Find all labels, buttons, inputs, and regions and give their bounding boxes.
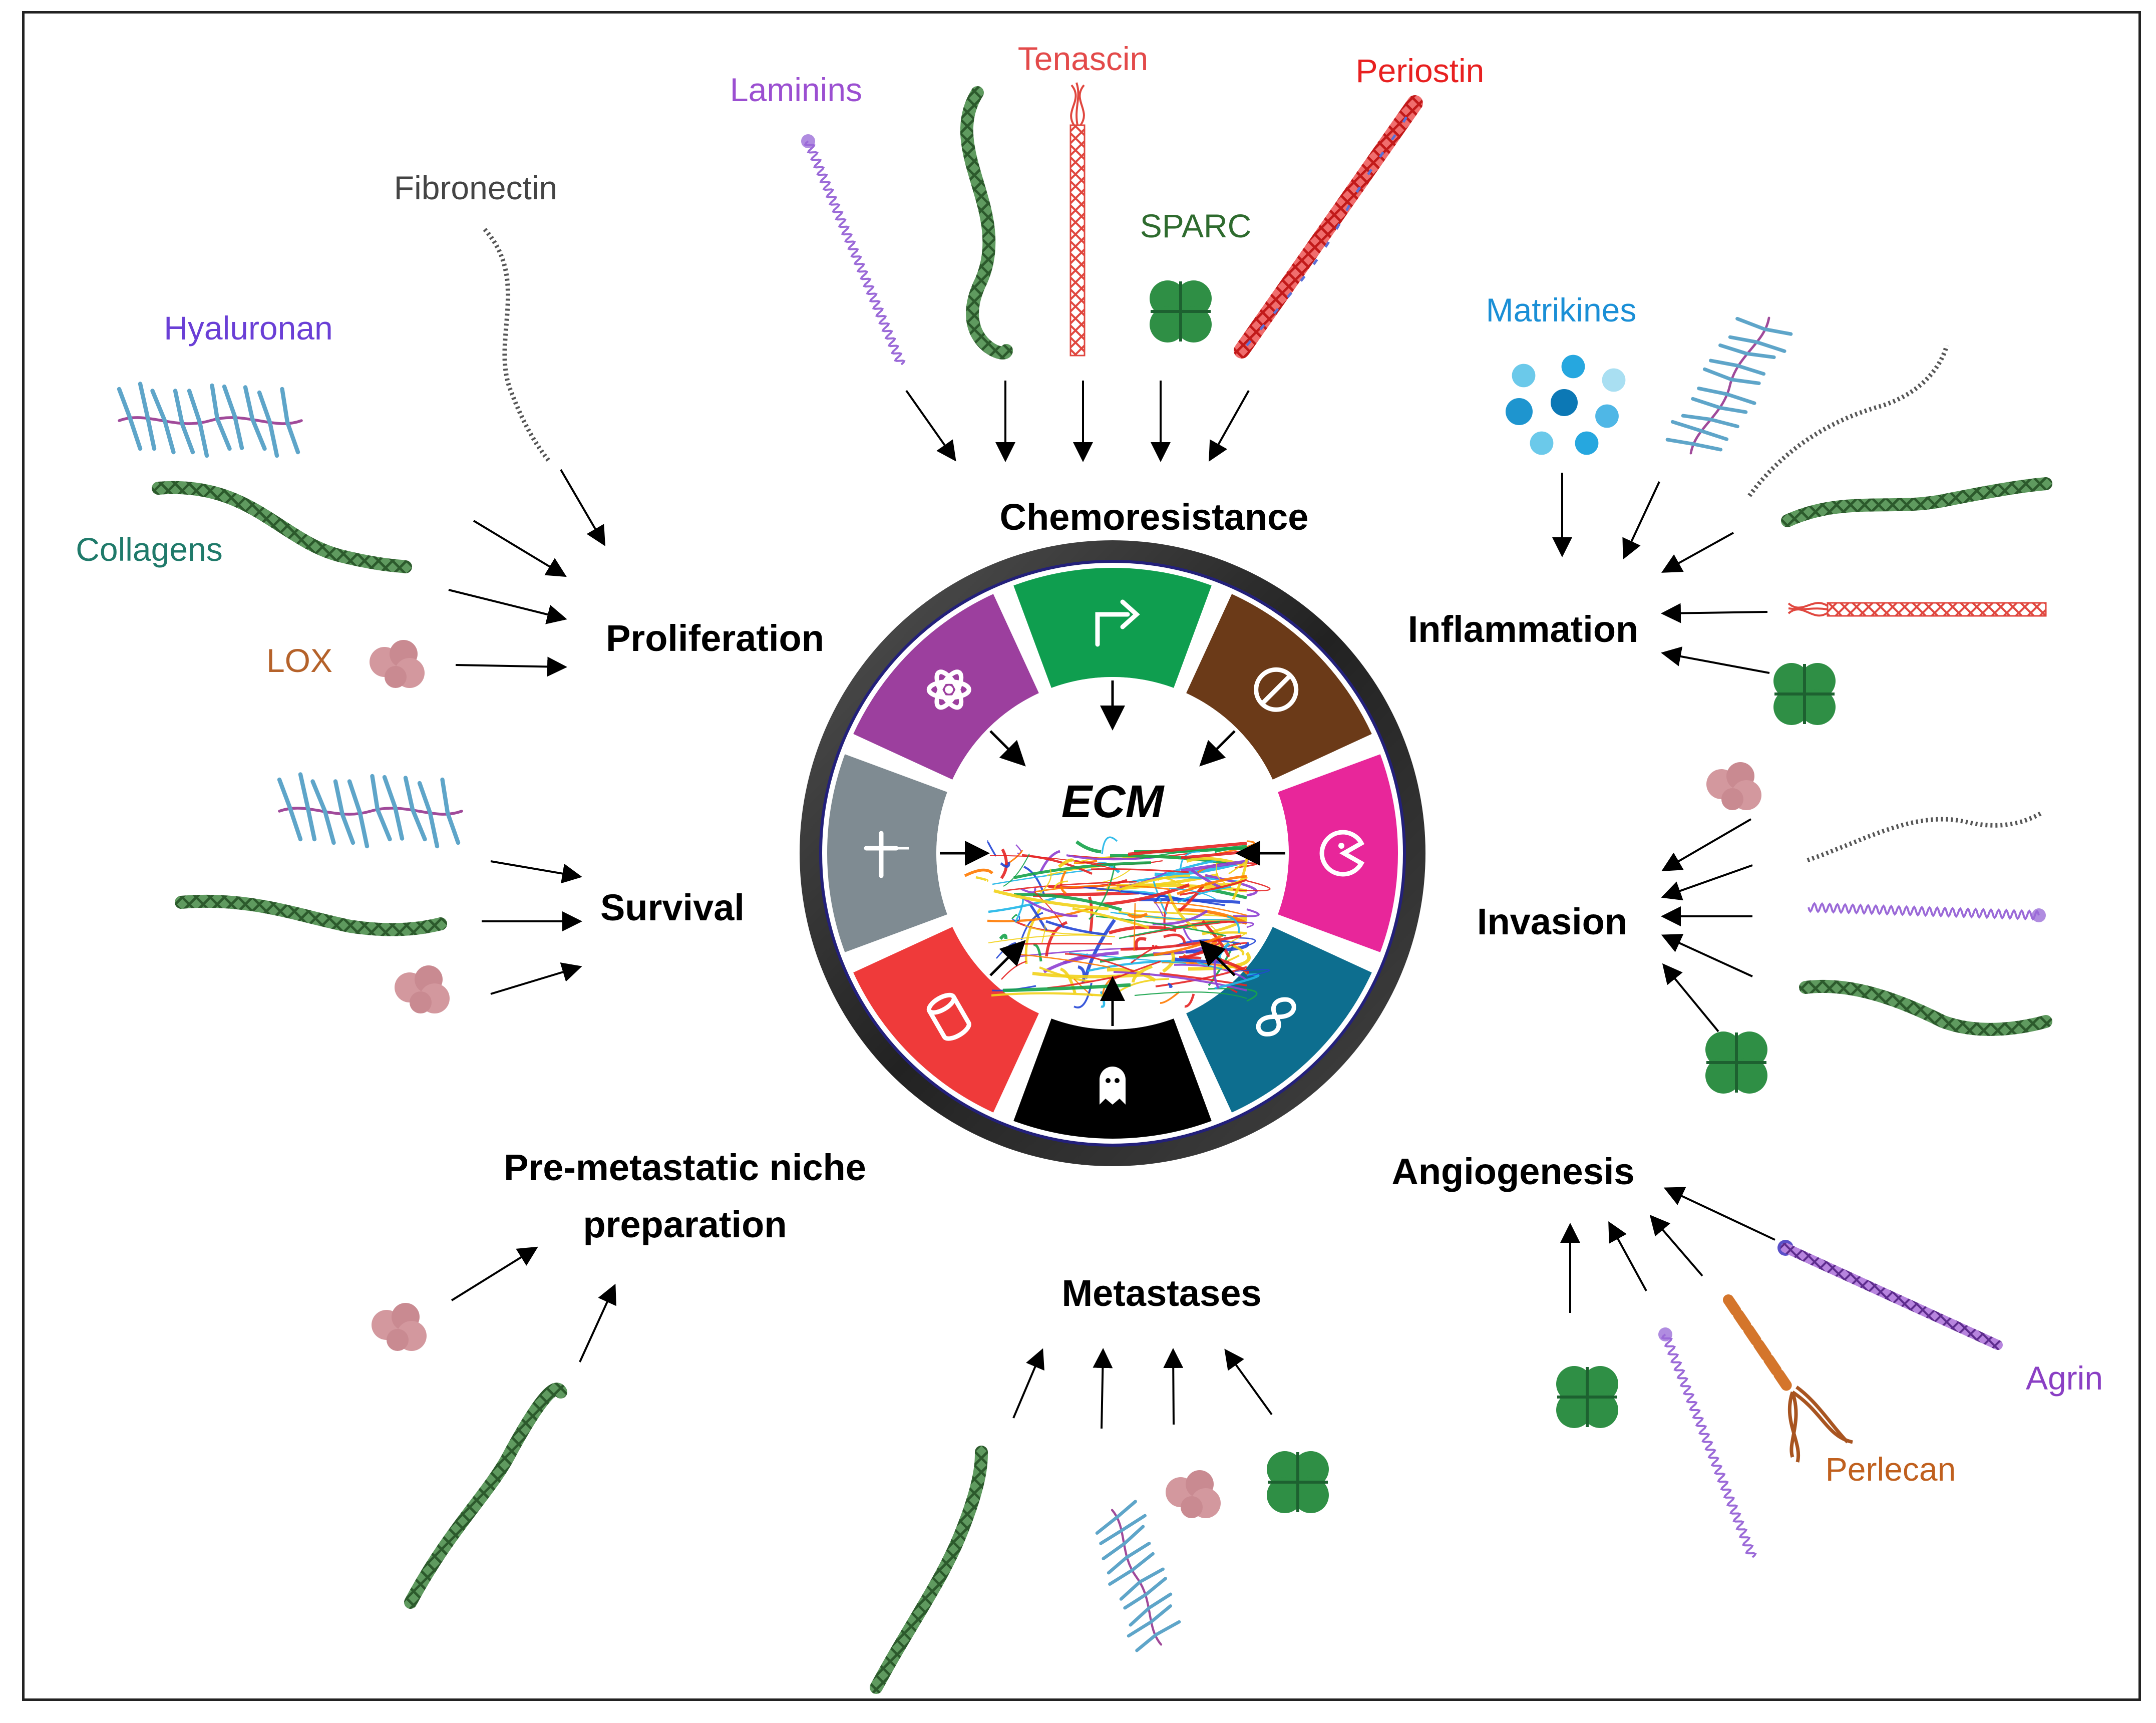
label-angiogenesis: Angiogenesis xyxy=(1391,1151,1634,1192)
ring-segment xyxy=(1013,567,1212,688)
label-premetastatic-line1: Pre-metastatic niche xyxy=(504,1147,866,1188)
process-arrow xyxy=(1224,1348,1273,1416)
sparc-icon xyxy=(1150,280,1212,342)
label-perlecan: Perlecan xyxy=(1826,1451,1956,1488)
laminins-icon xyxy=(1658,1327,1757,1558)
label-premetastatic-line2: preparation xyxy=(583,1204,787,1245)
process-arrow xyxy=(1661,818,1752,872)
ring-segment xyxy=(853,927,1039,1113)
process-arrow xyxy=(1163,1348,1184,1425)
matrikines-icon xyxy=(1506,355,1626,455)
cross-icon xyxy=(864,831,909,878)
inner-arrow xyxy=(989,730,1026,767)
process-arrow xyxy=(1608,1221,1647,1291)
sparc-icon xyxy=(1267,1451,1329,1513)
ecm-fiber-mesh-icon xyxy=(964,836,1271,1008)
ecm-wheel: ECM xyxy=(800,540,1425,1166)
process-arrow xyxy=(560,469,606,546)
process-arrow xyxy=(1661,934,1753,977)
process-arrow xyxy=(473,520,567,577)
process-arrow xyxy=(1661,532,1734,573)
sparc-icon xyxy=(1705,1031,1767,1094)
ring-segment xyxy=(1278,754,1398,952)
collagen-fiber-icon xyxy=(1799,979,2052,1036)
hyaluronan-icon xyxy=(119,384,301,456)
fibronectin-icon xyxy=(483,227,551,462)
collagen-fiber-icon xyxy=(175,894,447,936)
label-hyaluronan: Hyaluronan xyxy=(164,309,333,347)
atom-icon xyxy=(926,669,971,710)
inner-arrow xyxy=(1199,940,1236,976)
label-proliferation: Proliferation xyxy=(606,617,824,659)
process-arrow xyxy=(579,1283,616,1362)
lox-icon xyxy=(395,965,450,1013)
process-arrow xyxy=(455,656,567,677)
process-arrow xyxy=(1661,603,1768,623)
hyaluronan-icon xyxy=(1663,302,1795,468)
label-sparc: SPARC xyxy=(1140,207,1252,244)
label-chemoresistance: Chemoresistance xyxy=(1000,496,1309,538)
process-arrow xyxy=(490,860,582,884)
lox-icon xyxy=(1166,1470,1221,1518)
label-survival: Survival xyxy=(600,887,745,928)
process-arrow xyxy=(448,589,567,624)
label-fibronectin: Fibronectin xyxy=(394,169,558,206)
ghost-icon xyxy=(1100,1067,1126,1105)
hyaluronan-icon xyxy=(279,775,462,847)
collagen-fiber-icon xyxy=(1781,477,2052,527)
no-entry-icon xyxy=(1254,667,1299,712)
collagen-fiber-icon xyxy=(870,1446,988,1694)
process-arrow xyxy=(1209,390,1250,462)
label-agrin: Agrin xyxy=(2026,1359,2103,1397)
cylinder-icon xyxy=(926,992,971,1041)
perlecan-icon xyxy=(1723,1294,1853,1463)
label-inflammation: Inflammation xyxy=(1408,608,1638,650)
label-tenascin: Tenascin xyxy=(1018,40,1149,77)
process-arrow xyxy=(1661,864,1753,901)
periostin-icon xyxy=(1234,95,1423,359)
process-arrow xyxy=(1661,646,1770,674)
agrin-icon xyxy=(1777,1240,2003,1350)
arrow-turn-icon xyxy=(1095,599,1140,647)
label-metastases: Metastases xyxy=(1061,1272,1261,1314)
label-collagens: Collagens xyxy=(76,531,223,568)
label-invasion: Invasion xyxy=(1477,901,1627,942)
hyaluronan-icon xyxy=(1086,1500,1188,1654)
pacman-icon xyxy=(1319,830,1365,877)
process-arrow xyxy=(1622,481,1660,560)
label-matrikines: Matrikines xyxy=(1486,291,1637,328)
process-arrow xyxy=(1093,1348,1113,1429)
fibronectin-icon xyxy=(1747,344,1949,497)
inner-arrow xyxy=(1199,730,1236,767)
sparc-icon xyxy=(1556,1366,1618,1428)
ecm-center-label: ECM xyxy=(1061,776,1165,827)
laminins-icon xyxy=(801,134,906,366)
ring-segment xyxy=(827,754,947,952)
laminins-icon xyxy=(1808,902,2046,922)
collagen-fiber-icon xyxy=(960,86,1013,360)
tenascin-icon xyxy=(1787,602,2047,617)
ring-segment xyxy=(853,594,1039,780)
process-arrow xyxy=(1649,1214,1703,1277)
lox-icon xyxy=(372,1303,427,1351)
lox-icon xyxy=(1706,762,1761,810)
infinity-icon xyxy=(1256,997,1296,1037)
process-arrow xyxy=(1663,1187,1775,1241)
process-arrow xyxy=(905,390,956,462)
process-arrow xyxy=(490,962,582,995)
inner-arrow xyxy=(989,940,1026,976)
tenascin-icon xyxy=(1069,82,1086,357)
label-lox: LOX xyxy=(266,642,332,679)
process-arrow xyxy=(1012,1348,1044,1419)
label-periostin: Periostin xyxy=(1356,52,1485,89)
process-arrow xyxy=(451,1246,538,1301)
label-laminins: Laminins xyxy=(730,71,862,108)
collagen-fiber-icon xyxy=(404,1383,567,1609)
lox-icon xyxy=(370,640,425,688)
collagen-fiber-icon xyxy=(152,481,412,573)
fibronectin-icon xyxy=(1807,810,2044,863)
sparc-icon xyxy=(1773,663,1836,725)
process-arrow xyxy=(1662,963,1719,1032)
